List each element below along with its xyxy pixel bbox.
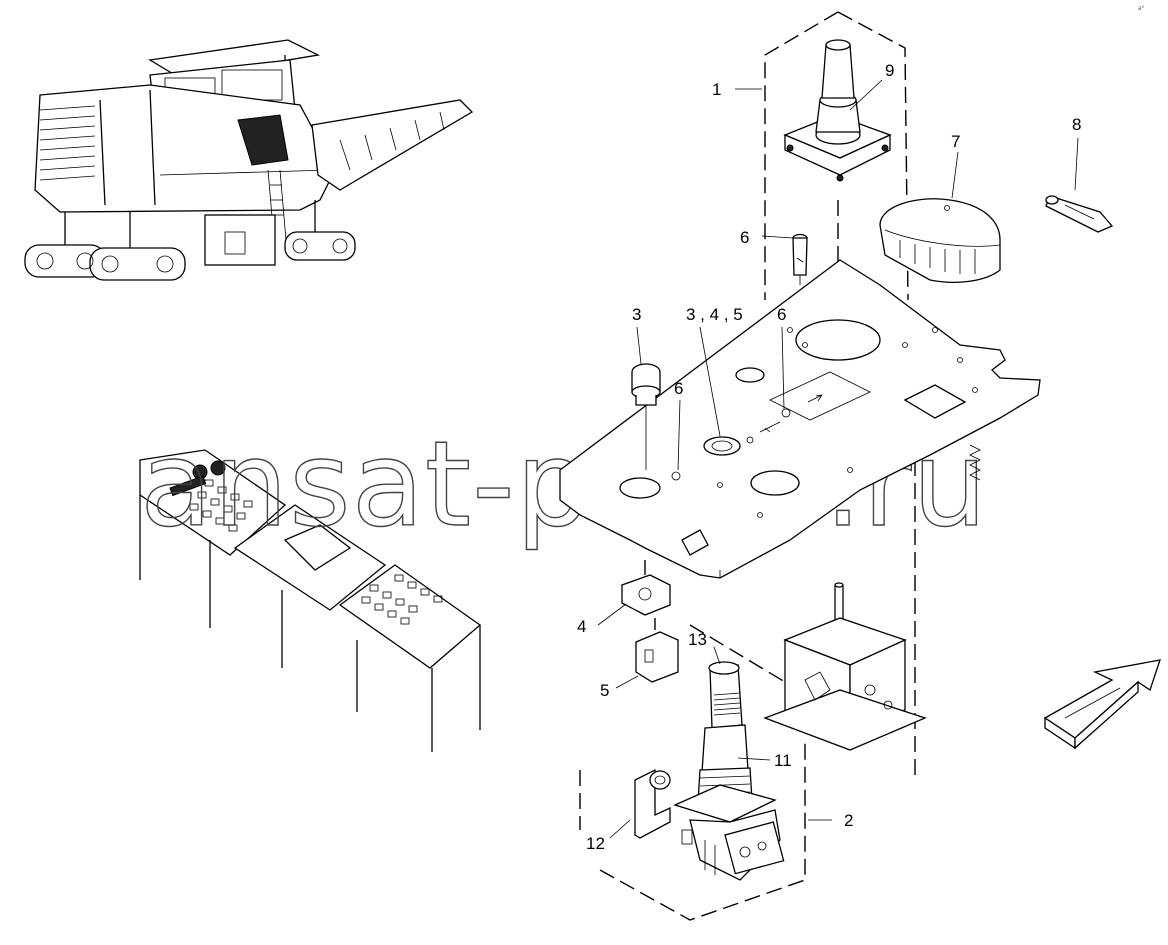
callout-8: 8 (1072, 115, 1081, 134)
callout-5: 5 (600, 681, 609, 700)
callout-9: 9 (885, 61, 894, 80)
callouts: 1 9 7 8 6 3 3 , 4 , 5 6 6 4 5 13 11 12 2 (577, 61, 1081, 853)
callout-6-top: 6 (740, 228, 749, 247)
callout-11: 11 (774, 751, 792, 770)
assembly-outline-2 (579, 624, 806, 921)
console-illustration (139, 449, 482, 752)
joystick-mechanism-part-2 (763, 582, 927, 751)
grip-handle-part-11-13 (673, 661, 785, 881)
cover-part-7 (879, 198, 1001, 283)
spring-part (969, 444, 981, 481)
switch-ring-on-plate (671, 394, 823, 481)
machine-illustration (24, 39, 474, 281)
callout-7: 7 (951, 132, 960, 151)
joystick-part-9 (783, 39, 892, 182)
callout-4: 4 (577, 617, 586, 636)
plug-part-6 (792, 233, 808, 285)
callout-3-4-5: 3 , 4 , 5 (686, 305, 743, 324)
callout-13: 13 (688, 630, 707, 649)
corner-mark: a⁰ (1138, 5, 1145, 12)
callout-6-left: 6 (674, 379, 683, 398)
direction-arrow-icon (1043, 659, 1161, 750)
base-plate (559, 259, 1041, 579)
indicator-part-3 (631, 363, 661, 470)
leader-lines (597, 79, 1079, 839)
callout-12: 12 (586, 834, 605, 853)
callout-6-right: 6 (777, 305, 786, 324)
callout-3: 3 (632, 305, 641, 324)
callout-1: 1 (712, 80, 721, 99)
switch-block-part-5 (635, 618, 679, 683)
bulb-part-8 (1045, 195, 1114, 233)
callout-2: 2 (844, 811, 853, 830)
bracket-part-12 (634, 768, 671, 839)
switch-block-part-4 (621, 560, 671, 616)
